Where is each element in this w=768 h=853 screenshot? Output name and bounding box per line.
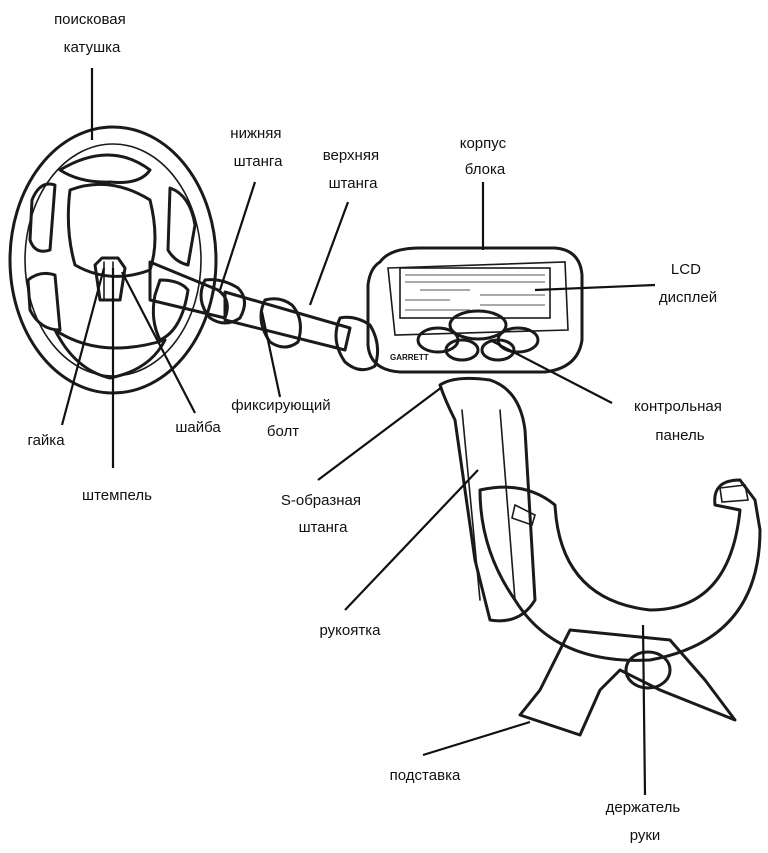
label-unit-case: корпус блока	[460, 135, 511, 178]
brand-mark: GARRETT	[390, 353, 429, 362]
leader-lower-rod	[218, 181, 257, 291]
arm-rest	[478, 478, 762, 662]
label-lower-rod: нижняя штанга	[230, 125, 285, 170]
label-washer: шайба	[175, 419, 221, 436]
label-s-rod: S-образная штанга	[281, 492, 365, 536]
label-search-coil: поисковая катушка	[54, 11, 130, 56]
leader-stand	[422, 720, 531, 757]
control-unit: GARRETT	[366, 246, 584, 374]
label-arm-rest: держатель руки	[606, 799, 685, 844]
leader-handle	[344, 469, 479, 611]
leader-upper-rod	[308, 201, 350, 306]
label-control-panel: контрольная панель	[634, 398, 726, 444]
leader-arm-rest	[641, 624, 647, 796]
upper-rod	[223, 290, 380, 372]
label-handle: рукоятка	[320, 622, 382, 639]
leader-nut	[60, 267, 106, 426]
label-stand: подставка	[390, 767, 461, 784]
stand	[518, 628, 737, 737]
leader-washer	[121, 271, 196, 414]
leader-control-panel	[489, 339, 613, 404]
label-stem: штемпель	[82, 487, 152, 504]
label-upper-rod: верхняя штанга	[323, 147, 384, 192]
label-lock-bolt: фиксирующий болт	[231, 397, 335, 440]
leader-lock-bolt	[260, 311, 282, 398]
leader-lcd	[534, 283, 656, 292]
leader-s-rod	[317, 386, 443, 481]
handle	[438, 376, 537, 623]
label-lcd: LCD дисплей	[659, 261, 717, 306]
label-nut: гайка	[27, 432, 65, 449]
